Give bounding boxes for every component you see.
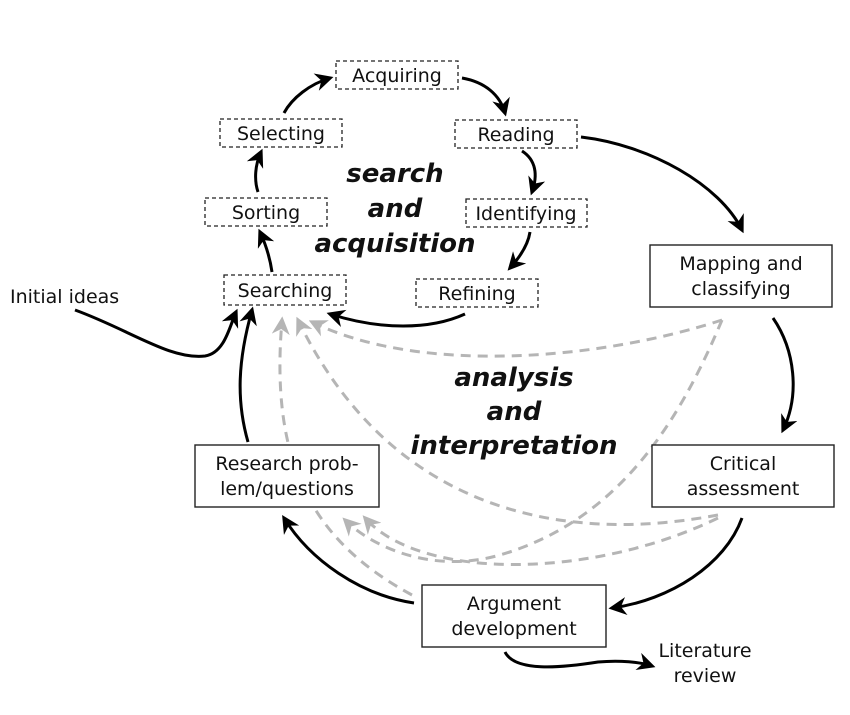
arrow-research-to-searching (238, 306, 257, 443)
arrow-reading-to-identifying (521, 149, 546, 196)
feedback-arrows (271, 316, 724, 597)
node-argument-line-1: Argument (467, 593, 561, 615)
node-critical-assessment: Critical assessment (651, 444, 835, 508)
node-reading: Reading (454, 119, 578, 149)
node-searching-label: Searching (238, 280, 333, 302)
node-critical-line-1: Critical (710, 453, 776, 475)
phase-analysis-line-1: analysis (454, 363, 573, 393)
arrow-argument-to-literature-review (503, 651, 656, 670)
arrow-sorting-to-selecting (246, 148, 264, 193)
arrow-identifying-to-refining (507, 231, 532, 271)
entry-label-initial-ideas: Initial ideas (10, 286, 119, 308)
node-critical-line-2: assessment (687, 478, 800, 500)
feedback-arrow-mapping-to-research (342, 319, 724, 564)
feedback-arrow-critical-to-research (362, 515, 719, 566)
node-argument-line-2: development (451, 618, 576, 640)
phase-label-search-and-acquisition: search and acquisition (314, 159, 475, 259)
arrow-argument-to-research (282, 514, 415, 605)
feedback-arrow-critical-to-searching (296, 316, 719, 526)
node-selecting: Selecting (219, 118, 343, 148)
arrow-initial-ideas-to-searching (74, 308, 239, 358)
node-research-line-2: lem/questions (220, 478, 354, 500)
node-identifying: Identifying (465, 198, 588, 228)
feedback-arrow-mapping-to-searching (308, 318, 723, 358)
arrow-searching-to-sorting (257, 228, 275, 273)
node-research-problem-questions: Research prob- lem/questions (194, 444, 380, 508)
node-acquiring: Acquiring (335, 60, 459, 90)
phase-search-line-1: search (346, 159, 443, 189)
node-refining: Refining (415, 278, 539, 308)
node-research-line-1: Research prob- (215, 453, 358, 475)
node-identifying-label: Identifying (475, 203, 576, 225)
node-argument-development: Argument development (421, 584, 607, 648)
phase-analysis-line-3: interpretation (410, 431, 617, 461)
node-mapping-line-2: classifying (691, 278, 790, 300)
flow-arrows (74, 73, 798, 670)
arrow-acquiring-to-reading (461, 76, 510, 117)
exit-label-line-1: Literature (658, 640, 751, 662)
phase-label-analysis-and-interpretation: analysis and interpretation (410, 363, 617, 461)
node-selecting-label: Selecting (237, 123, 325, 145)
exit-label-line-2: review (674, 665, 737, 687)
exit-label-literature-review: Literature review (658, 640, 751, 687)
arrow-refining-to-searching (326, 309, 466, 328)
arrow-critical-to-argument (608, 517, 744, 615)
node-searching: Searching (223, 274, 347, 306)
node-sorting: Sorting (204, 197, 328, 227)
node-refining-label: Refining (438, 283, 515, 305)
arrow-selecting-to-acquiring (282, 73, 334, 114)
node-reading-label: Reading (477, 124, 554, 146)
node-mapping-and-classifying: Mapping and classifying (649, 244, 833, 308)
node-acquiring-label: Acquiring (352, 65, 442, 87)
arrow-reading-to-mapping (580, 135, 744, 234)
phase-search-line-3: acquisition (314, 229, 475, 259)
phase-analysis-line-2: and (487, 397, 542, 427)
node-sorting-label: Sorting (232, 202, 300, 224)
arrow-mapping-to-critical (771, 317, 798, 434)
node-mapping-line-1: Mapping and (679, 253, 802, 275)
phase-search-line-2: and (368, 194, 423, 224)
